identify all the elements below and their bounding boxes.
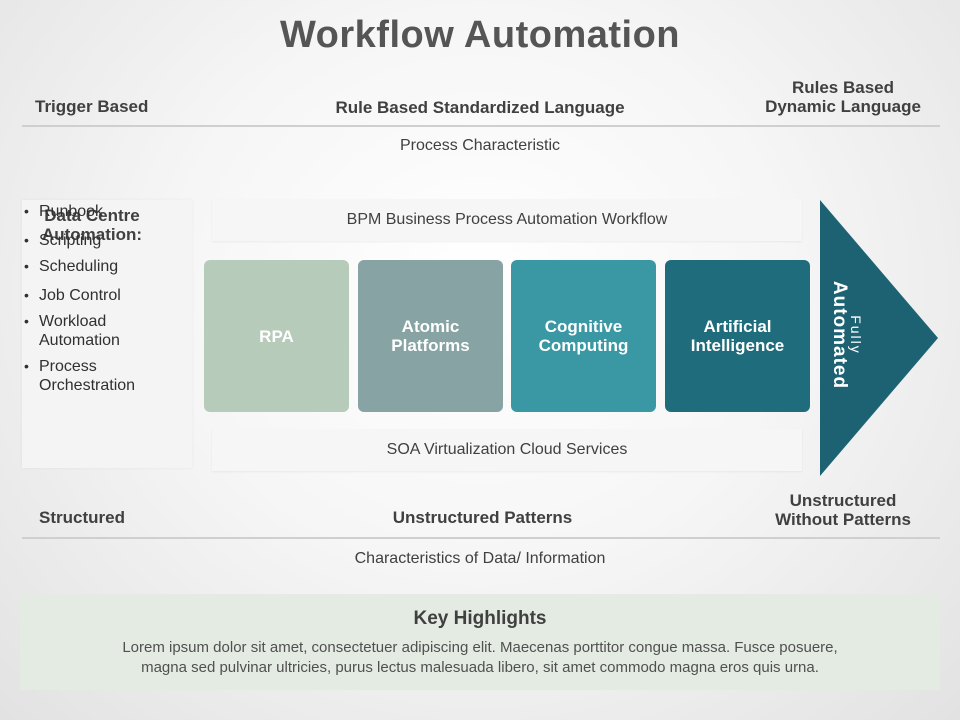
fully-automated-label: Fully Automated [829, 275, 864, 395]
list-item-text: Scheduling [39, 258, 119, 275]
list-item-text-line2: Orchestration [39, 377, 136, 394]
top-divider [22, 125, 940, 127]
data-centre-automation-panel: Data Centre Automation: • Runbook • Script… [22, 200, 192, 468]
bullet-icon: • [24, 313, 29, 329]
list-item-text: Scripting [39, 232, 102, 249]
structured-label: Structured [39, 508, 125, 527]
process-characteristic-label: Process Characteristic [399, 137, 561, 154]
page-title: Workflow Automation [279, 14, 681, 56]
list-item-text: Workload [39, 313, 107, 330]
soa-cloud-services-band: SOA Virtualization Cloud Services [212, 429, 802, 471]
unstructured-line2: Without Patterns [775, 510, 911, 529]
unstructured-line1: Unstructured [789, 491, 897, 510]
arrow-shape [820, 200, 938, 476]
rpa-box: RPA [204, 260, 349, 412]
key-highlights-line2: magna sed pulvinar ultricies, purus lect… [141, 659, 819, 676]
bullet-icon: • [24, 232, 29, 248]
list-item-text: Job Control [39, 287, 121, 304]
unstructured-patterns-label: Unstructured Patterns [392, 508, 573, 527]
bpm-workflow-band: BPM Business Process Automation Workflow [212, 199, 802, 241]
fully-automated-arrow-icon [820, 200, 938, 476]
trigger-based-label: Trigger Based [35, 97, 149, 116]
bullet-icon: • [24, 287, 29, 303]
rule-based-standardized-label: Rule Based Standardized Language [335, 98, 625, 117]
box-label-line2: Platforms [391, 336, 470, 355]
bullet-icon: • [24, 258, 29, 274]
rules-based-line2: Dynamic Language [765, 97, 921, 116]
box-label-line1: Cognitive [544, 317, 623, 336]
box-label-line1: Atomic [401, 317, 460, 336]
left-title-line1: Data Centre [44, 206, 140, 225]
bullet-icon: • [24, 358, 29, 374]
list-item: • Job Control [22, 286, 182, 305]
list-item: • Scripting [22, 231, 182, 250]
list-item-text-line2: Automation [39, 332, 120, 349]
box-label-line2: Computing [538, 336, 629, 355]
key-highlights-line1: Lorem ipsum dolor sit amet, consectetuer… [122, 639, 838, 656]
unstructured-without-patterns-label: Unstructured Without Patterns [748, 491, 938, 529]
list-item: • Runbook [22, 202, 182, 221]
box-label-line1: Artificial [703, 317, 772, 336]
arrow-label-line2: Automated [829, 280, 850, 390]
box-label-line1: RPA [259, 326, 294, 346]
key-highlights-text: Lorem ipsum dolor sit amet, consectetuer… [40, 638, 920, 678]
list-item-text: Runbook [39, 203, 104, 220]
box-label-line2: Intelligence [690, 336, 785, 355]
data-characteristics-label: Characteristics of Data/ Information [354, 550, 606, 567]
list-item-text: Process [39, 358, 97, 375]
list-item: • Scheduling [22, 257, 182, 276]
key-highlights-panel: Key Highlights Lorem ipsum dolor sit ame… [20, 594, 940, 690]
rules-based-dynamic-label: Rules Based Dynamic Language [748, 78, 938, 116]
bullet-icon: • [24, 203, 29, 219]
left-title-line2: Automation: [41, 225, 143, 244]
arrow-label-line1: Fully [848, 315, 864, 355]
rules-based-line1: Rules Based [791, 78, 895, 97]
data-centre-automation-title: Data Centre Automation: [22, 206, 162, 244]
key-highlights-title: Key Highlights [413, 608, 547, 629]
bottom-divider [22, 537, 940, 539]
